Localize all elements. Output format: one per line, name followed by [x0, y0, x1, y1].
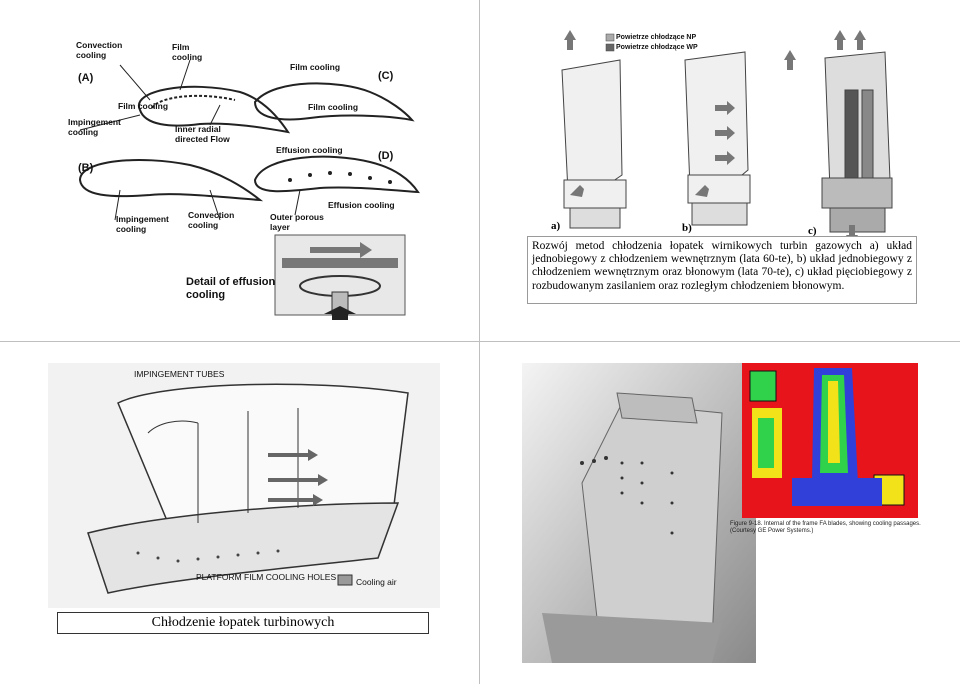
label-outer-porous: Outer porous layer [270, 212, 324, 232]
blade-c [821, 51, 893, 233]
horizontal-divider [0, 341, 960, 342]
thermal-image [742, 363, 918, 518]
label-detail-effusion: Detail of effusion cooling [186, 276, 276, 301]
label-a: (A) [78, 72, 94, 84]
label-convection-cooling-a-2: Film cooling [172, 42, 203, 62]
blade-cutaway-drawing [48, 363, 440, 608]
blade-a [561, 59, 627, 229]
label-blade-c: c) [808, 225, 817, 237]
cooling-methods-diagram [78, 59, 420, 320]
legend-np: Powietrze chłodzące NP [616, 34, 697, 41]
label-impingement-tubes: IMPINGEMENT TUBES [134, 369, 225, 379]
label-impingement-b: Impingement cooling [116, 214, 169, 234]
blade-evolution-caption: Rozwój metod chłodzenia łopatek wirnikow… [527, 236, 917, 304]
label-d: (D) [378, 150, 394, 162]
blade-photo [522, 363, 756, 663]
blade-evolution-diagram [561, 30, 893, 245]
label-cooling-air: Cooling air [356, 577, 397, 587]
label-c: (C) [378, 70, 394, 82]
slide-title: Chłodzenie łopatek turbinowych [57, 612, 429, 634]
label-convection-b: Convection cooling [188, 210, 235, 230]
label-inner-radial: Inner radial directed Flow [175, 124, 230, 144]
label-convection-cooling-a: Convection cooling [76, 40, 123, 60]
airfoil-a [137, 85, 291, 134]
cooling-air-swatch [337, 574, 353, 586]
label-blade-b: b) [682, 222, 692, 234]
label-effusion-cooling-d2: Effusion cooling [328, 200, 395, 210]
label-impingement-a: Impingement cooling [68, 117, 121, 137]
blade-b [684, 51, 751, 226]
label-film-cooling-a: Film cooling [118, 101, 169, 111]
thermal-figure-caption: Figure 9-18. Internal of the frame FA bl… [730, 521, 921, 534]
airfoil-d [253, 155, 420, 194]
label-film-cooling-c: Film cooling [290, 62, 341, 72]
airfoil-c [253, 82, 415, 122]
label-film-cooling-c2: Film cooling [308, 102, 359, 112]
airfoil-b [78, 159, 264, 202]
label-effusion-cooling-d: Effusion cooling [276, 145, 343, 155]
label-b: (B) [78, 162, 94, 174]
label-blade-a: a) [551, 220, 561, 232]
vertical-divider [479, 0, 480, 684]
label-platform-holes: PLATFORM FILM COOLING HOLES [196, 572, 337, 582]
legend-wp: Powietrze chłodzące WP [616, 44, 698, 51]
cutaway-platform [87, 502, 400, 594]
